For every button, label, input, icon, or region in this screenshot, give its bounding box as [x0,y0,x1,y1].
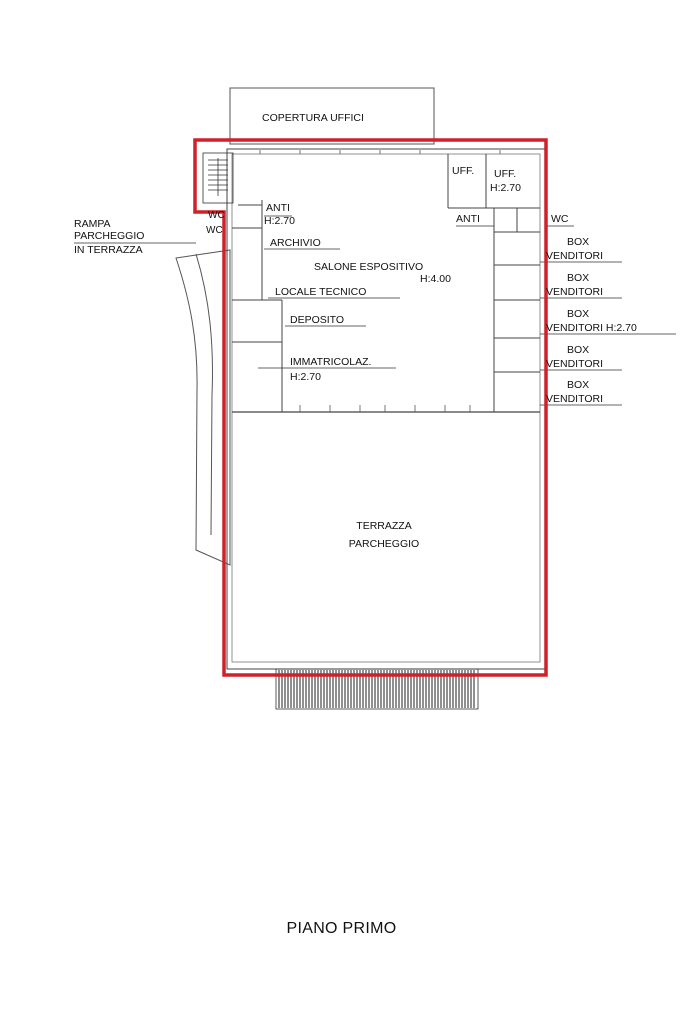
property-boundary [193,138,548,677]
label-box-3-title: BOX [567,308,590,320]
left-partitions [232,200,283,412]
label-rampa-2: PARCHEGGIO [74,230,145,242]
label-wc-left-2: WC [206,225,223,236]
wall-ticks [259,150,501,412]
label-box-1-sub: VENDITORI [546,250,603,262]
label-box-4-title: BOX [567,344,590,356]
right-partitions [447,154,540,412]
label-immatricolaz: IMMATRICOLAZ. [290,356,372,368]
label-salone-height: H:4.00 [420,273,451,285]
building-outline [226,148,546,670]
label-archivio: ARCHIVIO [270,237,321,249]
label-wc-right: WC [551,213,569,225]
label-rampa-1: RAMPA [74,218,111,230]
label-box-3-sub: VENDITORI H:2.70 [546,322,637,334]
label-box-1-title: BOX [567,236,590,248]
label-rampa-3: IN TERRAZZA [74,244,143,256]
staircase [202,152,234,204]
page-title: PIANO PRIMO [286,920,397,937]
label-uff-height: H:2.70 [490,182,521,194]
label-locale-tecnico: LOCALE TECNICO [275,286,367,298]
label-anti-left: ANTI [266,202,290,214]
label-box-2-sub: VENDITORI [546,286,603,298]
label-wc-left-1: WC [208,210,225,221]
label-box-5-sub: VENDITORI [546,393,603,405]
parking-ramp [175,249,231,566]
label-copertura-uffici: COPERTURA UFFICI [262,112,364,124]
label-immatricolaz-height: H:2.70 [290,371,321,383]
leader-lines [74,215,676,406]
copertura-uffici-outline [229,87,435,145]
label-terrazza: TERRAZZA [356,520,412,532]
label-box-4-sub: VENDITORI [546,358,603,370]
label-terrazza-parcheggio: PARCHEGGIO [348,538,420,550]
building-inner-outline [231,153,541,663]
label-salone-espositivo: SALONE ESPOSITIVO [314,261,424,273]
label-box-5-title: BOX [567,379,590,391]
label-anti-right: ANTI [456,213,480,225]
label-deposito: DEPOSITO [290,314,345,326]
label-uff-2: UFF. [494,168,517,180]
label-box-2-title: BOX [567,272,590,284]
label-uff-1: UFF. [452,165,475,177]
label-anti-left-height: H:2.70 [264,215,295,227]
